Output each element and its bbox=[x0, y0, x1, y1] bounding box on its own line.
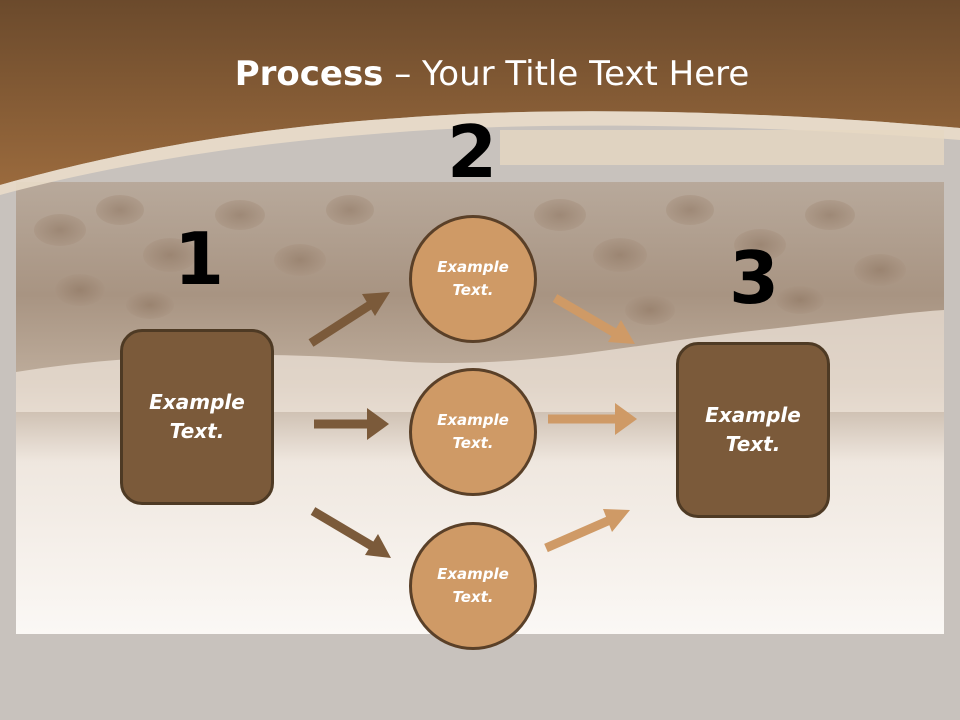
arrow-1-to-middle bbox=[314, 408, 389, 440]
step-2-top-label: Example Text. bbox=[437, 258, 509, 299]
step-number-3: 3 bbox=[728, 236, 780, 320]
arrow-bottom-to-3 bbox=[544, 509, 630, 553]
step-3-box: Example Text. bbox=[676, 342, 830, 518]
arrow-1-to-bottom bbox=[310, 507, 391, 558]
step-1-label: Example Text. bbox=[149, 390, 245, 443]
step-2-circle-bottom: Example Text. bbox=[409, 522, 537, 650]
title-bold: Process bbox=[234, 54, 384, 94]
step-2-circle-middle: Example Text. bbox=[409, 368, 537, 496]
step-3-label: Example Text. bbox=[705, 403, 801, 456]
step-2-middle-label: Example Text. bbox=[437, 411, 509, 452]
step-number-2: 2 bbox=[446, 110, 498, 194]
step-1-box: Example Text. bbox=[120, 329, 274, 505]
step-number-1: 1 bbox=[173, 217, 225, 301]
step-2-circle-top: Example Text. bbox=[409, 215, 537, 343]
title-rest: – Your Title Text Here bbox=[383, 54, 750, 94]
arrow-middle-to-3 bbox=[548, 403, 637, 435]
arrow-1-to-top bbox=[308, 292, 390, 347]
arrow-top-to-3 bbox=[552, 294, 635, 344]
slide-title: Process – Your Title Text Here bbox=[0, 52, 960, 96]
step-2-bottom-label: Example Text. bbox=[437, 565, 509, 606]
